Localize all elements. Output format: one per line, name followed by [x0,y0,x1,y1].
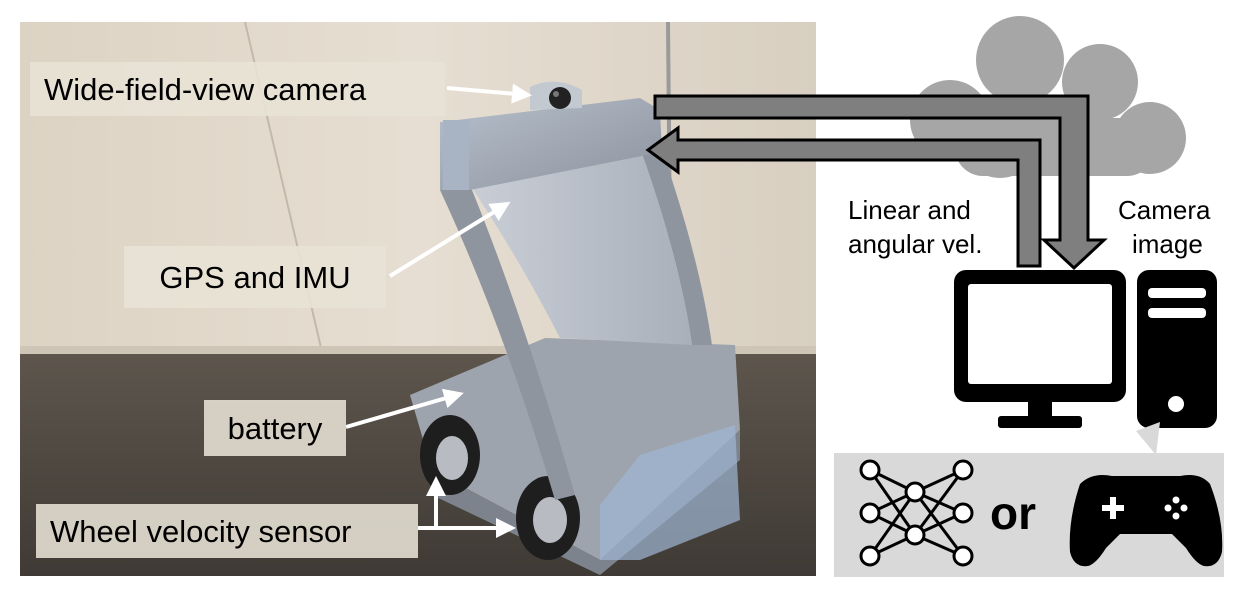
frame-left [440,185,575,500]
head-side [443,120,469,190]
data-flow-arrows [645,94,1108,271]
or-label: or [990,487,1036,539]
velocity-label-line1: Linear and [848,195,971,225]
camera-glint [553,91,559,97]
callout-wedge [1136,422,1160,455]
robot-front-bumper [600,425,740,560]
pointer-arrows [345,83,532,538]
camera-lens [549,87,571,109]
velocity-label-line2: angular vel. [848,229,983,259]
robot-head [440,98,662,190]
velocity-arrow [645,125,1042,268]
baseboard [20,346,816,354]
neural-network-icon [859,459,974,567]
wheel-hub-rear [436,436,468,480]
robot [410,81,740,575]
monitor-icon [954,270,1126,428]
camera-label: Wide-field-view camera [30,62,445,116]
camera-pointer-arrow [446,83,532,104]
back-panel [470,148,692,345]
pc-tower-icon [1137,270,1217,428]
gps-pointer-arrow [388,201,511,278]
frame-right [640,148,712,345]
camera-image-arrow [653,94,1108,271]
camera-image-label-line2: image [1132,229,1203,259]
wheel-hub-front [533,497,567,543]
wheel-velocity-sensor-label: Wheel velocity sensor [36,504,418,558]
battery-pointer-arrow [345,388,464,429]
camera-image-label-line1: Camera [1118,195,1211,225]
gamepad-icon [1069,475,1223,567]
battery-label: battery [204,400,346,456]
gps-imu-label: GPS and IMU [124,246,386,308]
